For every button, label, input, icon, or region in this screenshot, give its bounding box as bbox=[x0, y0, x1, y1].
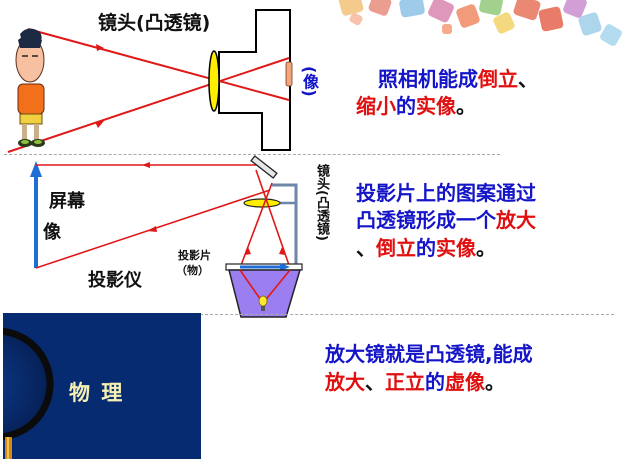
section-divider bbox=[200, 314, 614, 315]
projector-lens-label: 镜头(凸透镜) bbox=[314, 164, 329, 241]
puzzle-pieces-decoration bbox=[338, 0, 622, 46]
slide-label: 投影片 bbox=[178, 249, 211, 262]
caption-segment: 照相机能成 bbox=[378, 67, 478, 91]
projector-box bbox=[228, 269, 302, 318]
caption-segment: 的 bbox=[396, 94, 416, 118]
projector-diagram bbox=[30, 155, 303, 318]
camera-caption-line2: 缩小的实像。 bbox=[356, 93, 476, 120]
section-divider bbox=[4, 154, 500, 155]
caption-segment: 。 bbox=[456, 94, 476, 118]
magnifier-caption-line1: 放大镜就是凸透镜,能成 bbox=[325, 341, 533, 368]
light-bulb-icon bbox=[258, 295, 268, 307]
caption-segment: 放大镜就是凸透镜,能成 bbox=[325, 342, 533, 366]
screen-image-label: 像 bbox=[43, 222, 61, 243]
caption-segment: 的 bbox=[416, 236, 436, 260]
caption-segment: 实像 bbox=[416, 94, 456, 118]
camera-body bbox=[218, 9, 291, 151]
caption-segment: 虚像 bbox=[445, 370, 485, 394]
magnifier-caption-line2: 放大、正立的虚像。 bbox=[325, 369, 505, 396]
convex-lens-icon bbox=[243, 198, 281, 208]
boy-figure-icon bbox=[15, 28, 45, 147]
caption-segment: 的 bbox=[425, 370, 445, 394]
caption-segment: 正立 bbox=[385, 370, 425, 394]
camera-caption-line1: 照相机能成倒立、 bbox=[378, 66, 538, 93]
caption-segment: 放大 bbox=[496, 208, 536, 232]
caption-segment: 倒立 bbox=[478, 67, 518, 91]
object-label: （物） bbox=[176, 264, 209, 277]
magnifying-glass-icon bbox=[3, 327, 54, 459]
convex-lens-icon bbox=[208, 50, 220, 112]
arrow-up-icon bbox=[30, 161, 42, 177]
caption-segment: 倒立 bbox=[376, 236, 416, 260]
caption-segment: 投影片上的图案通过 bbox=[356, 181, 536, 205]
projector-caption-line3: 、倒立的实像。 bbox=[356, 235, 496, 262]
caption-segment: 。 bbox=[485, 370, 505, 394]
mirror-icon bbox=[250, 155, 278, 179]
caption-segment: 实像 bbox=[436, 236, 476, 260]
caption-segment: 凸透镜形成一个 bbox=[356, 208, 496, 232]
projector-caption-line1: 投影片上的图案通过 bbox=[356, 180, 536, 207]
caption-segment: 缩小 bbox=[356, 94, 396, 118]
caption-segment: 、 bbox=[365, 370, 385, 394]
projector-caption-line2: 凸透镜形成一个放大 bbox=[356, 207, 536, 234]
panel-title: 物 理 bbox=[69, 381, 125, 405]
caption-segment: 、 bbox=[518, 67, 538, 91]
camera-image-label: (像) bbox=[300, 66, 319, 97]
caption-segment: 放大 bbox=[325, 370, 365, 394]
physics-magnifier-panel: 物 理 bbox=[3, 313, 201, 459]
screen-label: 屏幕 bbox=[49, 191, 85, 212]
caption-segment: 。 bbox=[476, 236, 496, 260]
camera-lens-label: 镜头(凸透镜) bbox=[98, 12, 211, 34]
camera-diagram bbox=[7, 9, 293, 153]
caption-segment: 、 bbox=[356, 236, 376, 260]
projector-label: 投影仪 bbox=[88, 270, 142, 291]
